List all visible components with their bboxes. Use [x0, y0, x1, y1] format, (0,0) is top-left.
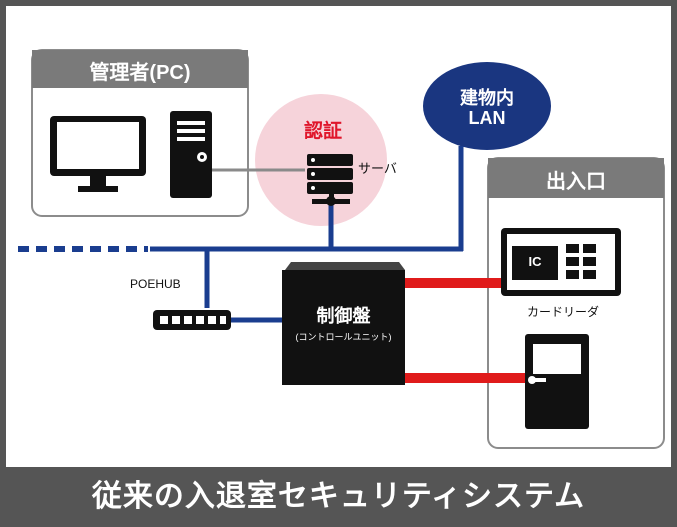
building-lan-cloud — [423, 62, 551, 150]
auth-title: 認証 — [303, 121, 342, 142]
door-icon — [525, 334, 589, 429]
entrance-group-title: 出入口 — [546, 171, 606, 193]
admin-group-title: 管理者(PC) — [89, 62, 191, 84]
entrance-group-header — [488, 158, 664, 198]
control-panel-subtitle: (コントロールユニット) — [295, 332, 392, 342]
card-reader-icon — [501, 228, 621, 296]
pc-tower-icon — [170, 111, 212, 198]
server-label: サーバ — [358, 161, 397, 176]
control-panel-box — [282, 262, 405, 385]
card-reader-ic-label: IC — [528, 254, 542, 269]
building-lan-label-line1: 建物内 — [460, 88, 514, 108]
poe-hub-icon — [153, 310, 231, 330]
poehub-label: POEHUB — [130, 277, 181, 291]
server-icon — [307, 154, 353, 206]
admin-group-header — [32, 50, 248, 88]
building-lan-label-line2: LAN — [468, 108, 506, 128]
network-diagram — [18, 49, 665, 449]
footer-title: 従来の入退室セキュリティシステム — [0, 467, 677, 527]
monitor-icon — [50, 116, 146, 192]
card-reader-label: カードリーダ — [526, 305, 599, 319]
control-panel-title: 制御盤 — [316, 306, 371, 326]
